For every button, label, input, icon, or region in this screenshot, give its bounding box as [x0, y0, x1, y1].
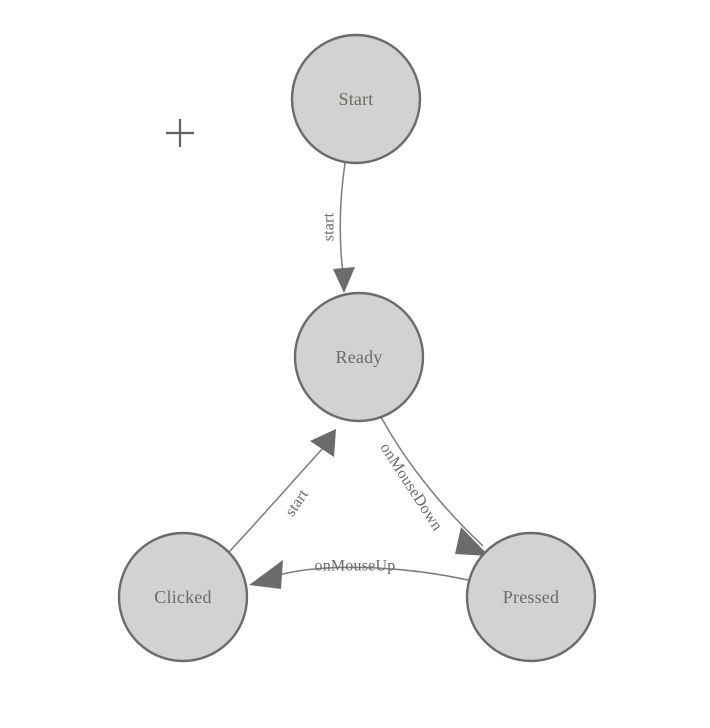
- node-clicked-label: Clicked: [154, 587, 211, 607]
- edge-start-to-ready[interactable]: start: [321, 162, 356, 293]
- edge-pressed-to-clicked-path: [274, 566, 469, 581]
- plus-marker: [166, 119, 194, 147]
- node-start-label: Start: [339, 89, 374, 109]
- edge-ready-to-pressed[interactable]: onMouseDown: [376, 416, 489, 556]
- edge-start-to-ready-arrowhead: [333, 267, 355, 293]
- node-ready-circle[interactable]: [293, 291, 425, 423]
- node-ready-label: Ready: [336, 347, 383, 367]
- edge-ready-to-pressed-label: onMouseDown: [376, 440, 445, 534]
- node-clicked[interactable]: Clicked: [117, 531, 249, 663]
- node-pressed-label: Pressed: [503, 587, 559, 607]
- edge-start-to-ready-label: start: [321, 212, 338, 241]
- node-start-circle[interactable]: [290, 33, 422, 165]
- edge-ready-to-pressed-arrowhead: [455, 527, 489, 556]
- edge-clicked-to-ready-arrowhead: [310, 429, 336, 457]
- edge-pressed-to-clicked-arrowhead: [249, 560, 283, 589]
- node-ready[interactable]: Ready: [293, 291, 425, 423]
- edge-ready-to-pressed-path: [380, 416, 484, 547]
- node-clicked-circle[interactable]: [117, 531, 249, 663]
- edge-clicked-to-ready-path: [228, 446, 325, 553]
- edge-pressed-to-clicked-label: onMouseUp: [315, 558, 396, 575]
- edge-clicked-to-ready[interactable]: start: [228, 429, 336, 553]
- node-pressed[interactable]: Pressed: [465, 531, 597, 663]
- edge-pressed-to-clicked[interactable]: onMouseUp: [249, 558, 469, 590]
- edge-start-to-ready-path: [339, 162, 346, 274]
- edge-clicked-to-ready-label: start: [282, 486, 312, 519]
- node-pressed-circle[interactable]: [465, 531, 597, 663]
- node-start[interactable]: Start: [290, 33, 422, 165]
